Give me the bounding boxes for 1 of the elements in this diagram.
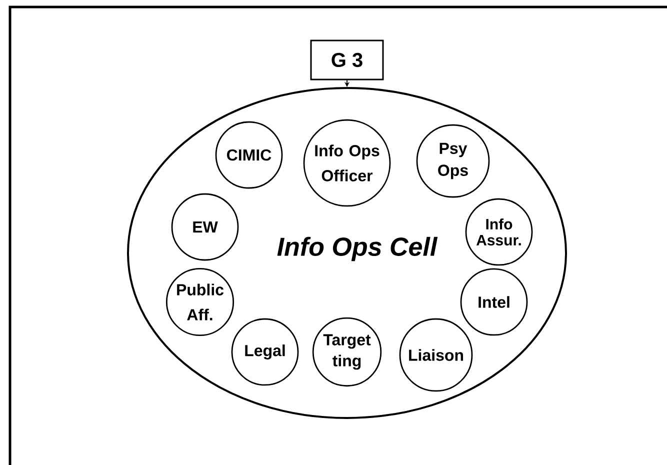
process-box: G 3 — [310, 40, 384, 80]
